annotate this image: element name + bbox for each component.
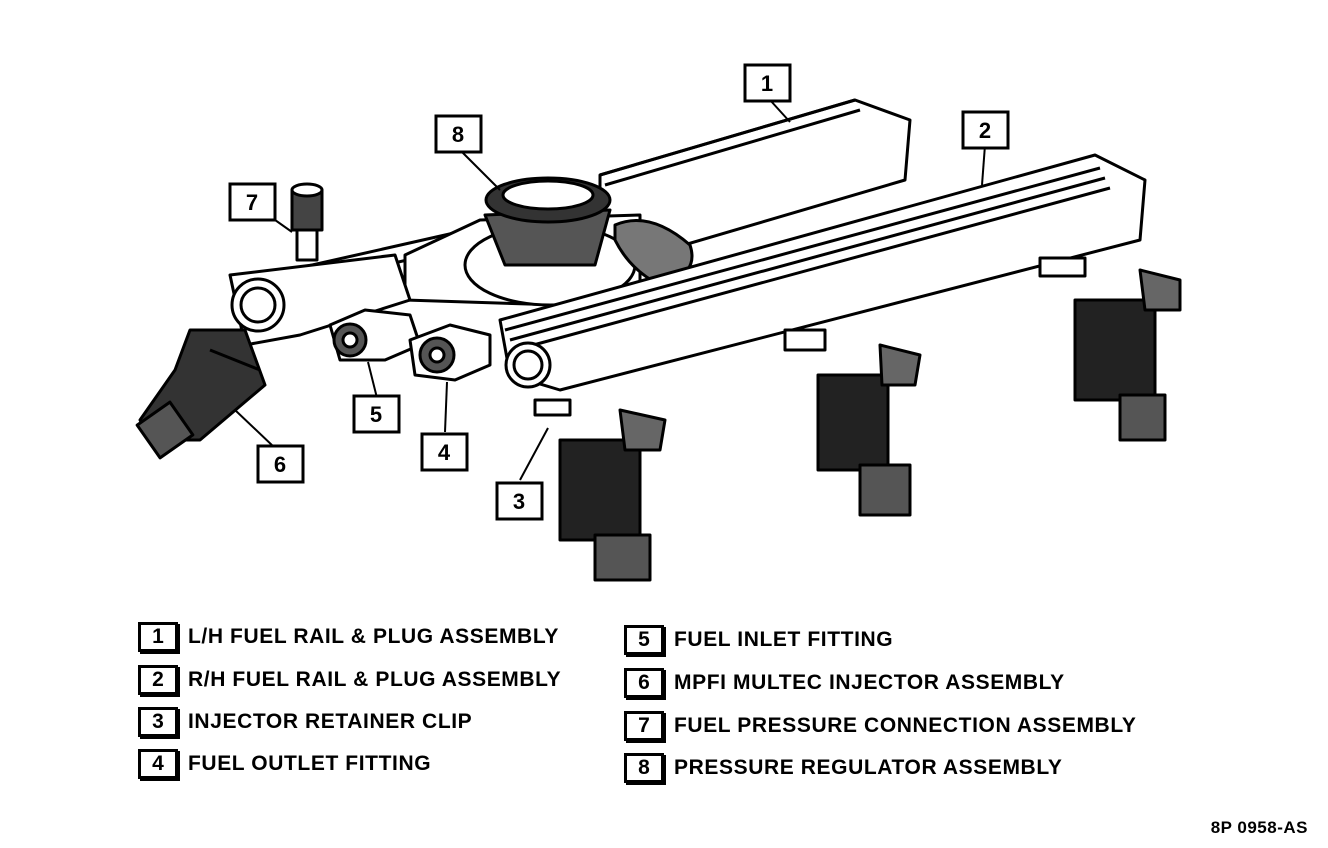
callout-4: 4 [420,432,469,472]
legend-item-4: 4 FUEL OUTLET FITTING [138,747,431,781]
callout-8: 8 [434,114,483,154]
legend-number: 5 [624,625,664,655]
legend: 1 L/H FUEL RAIL & PLUG ASSEMBLY 2 R/H FU… [130,615,1230,795]
legend-label: L/H FUEL RAIL & PLUG ASSEMBLY [188,625,559,648]
injector-left [135,328,267,460]
legend-item-6: 6 MPFI MULTEC INJECTOR ASSEMBLY [624,666,1065,700]
injector-front [533,398,667,582]
fuel-pressure-connection [290,182,324,262]
legend-item-1: 1 L/H FUEL RAIL & PLUG ASSEMBLY [138,620,559,654]
legend-label: R/H FUEL RAIL & PLUG ASSEMBLY [188,668,562,691]
legend-item-3: 3 INJECTOR RETAINER CLIP [138,705,472,739]
legend-label: MPFI MULTEC INJECTOR ASSEMBLY [674,671,1065,694]
legend-number: 6 [624,668,664,698]
callout-2: 2 [961,110,1010,150]
legend-label: FUEL OUTLET FITTING [188,752,432,775]
reference-code: 8P 0958-AS [1210,818,1308,837]
svg-text:3: 3 [513,489,525,514]
legend-number: 8 [624,753,664,783]
svg-text:4: 4 [438,440,451,465]
legend-item-5: 5 FUEL INLET FITTING [624,623,893,657]
lh-rail-end [228,253,412,347]
callout-7: 7 [228,182,277,222]
injector-middle [783,328,922,517]
svg-text:7: 7 [246,190,258,215]
callout-1: 1 [743,63,792,103]
fuel-rail-illustration: 1 2 3 4 5 6 7 8 [135,63,1182,582]
callout-6: 6 [256,444,305,484]
legend-item-7: 7 FUEL PRESSURE CONNECTION ASSEMBLY [624,709,1136,743]
legend-label: INJECTOR RETAINER CLIP [188,710,473,733]
legend-number: 1 [138,622,178,652]
legend-label: PRESSURE REGULATOR ASSEMBLY [674,756,1063,779]
leader-lines [234,99,986,481]
svg-text:8: 8 [452,122,464,147]
legend-item-2: 2 R/H FUEL RAIL & PLUG ASSEMBLY [138,663,561,697]
legend-number: 3 [138,707,178,737]
svg-text:2: 2 [979,118,991,143]
legend-label: FUEL PRESSURE CONNECTION ASSEMBLY [674,714,1137,737]
legend-number: 4 [138,749,178,779]
legend-number: 7 [624,711,664,741]
injector-rear [1038,256,1182,442]
rh-fuel-rail [498,153,1147,392]
svg-text:5: 5 [370,402,382,427]
legend-number: 2 [138,665,178,695]
legend-item-8: 8 PRESSURE REGULATOR ASSEMBLY [624,751,1062,785]
svg-text:6: 6 [274,452,286,477]
fuel-outlet-fitting [408,323,492,382]
callout-3: 3 [495,481,544,521]
callout-5: 5 [352,394,401,434]
svg-text:1: 1 [761,71,773,96]
legend-label: FUEL INLET FITTING [674,628,894,651]
